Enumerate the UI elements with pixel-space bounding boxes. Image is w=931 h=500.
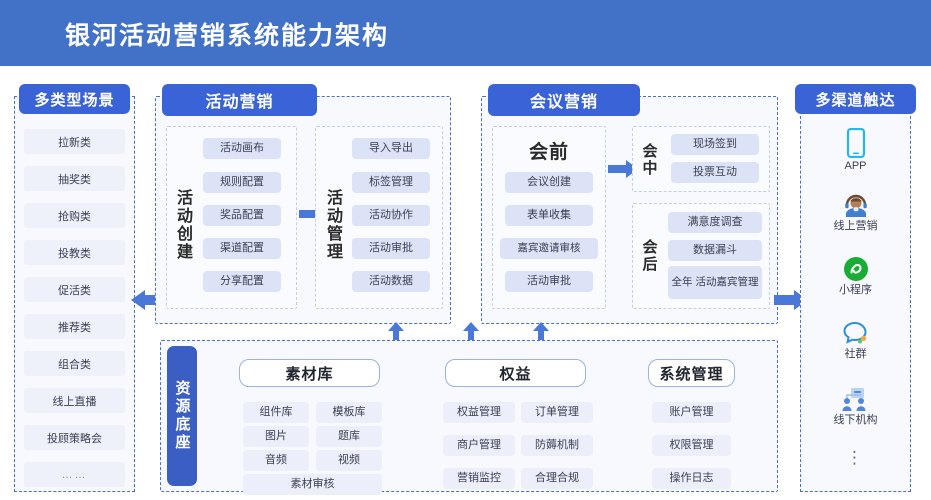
pre-meeting-item[interactable]: 表单收集 (505, 205, 593, 226)
scenario-item[interactable]: 拉新类 (24, 129, 125, 154)
activity-manage-item[interactable]: 活动协作 (352, 205, 430, 226)
activity-create-item[interactable]: 分享配置 (203, 271, 281, 292)
channel-item-community[interactable]: 社群 (800, 320, 911, 360)
activity-manage-item[interactable]: 活动审批 (352, 238, 430, 259)
rights-item[interactable]: 营销监控 (443, 468, 515, 489)
mini-program-icon (843, 257, 868, 281)
scenario-item[interactable]: 促活类 (24, 277, 125, 302)
post-meeting-item[interactable]: 数据漏斗 (668, 240, 762, 261)
scenarios-title: 多类型场景 (19, 84, 130, 114)
channel-label: APP (844, 160, 867, 172)
post-meeting-item[interactable]: 全年 活动嘉宾管理 (668, 266, 762, 299)
material-library-item[interactable]: 素材审核 (243, 474, 382, 495)
meeting-marketing-title: 会议营销 (488, 84, 640, 116)
channel-item-mini-program[interactable]: 小程序 (800, 256, 911, 296)
during-meeting-label: 会中 (640, 143, 658, 177)
material-library-item[interactable]: 图片 (243, 426, 309, 447)
material-library-title[interactable]: 素材库 (239, 359, 380, 387)
activity-manage-item[interactable]: 导入导出 (352, 138, 430, 159)
activity-create-item[interactable]: 渠道配置 (203, 238, 281, 259)
rights-item[interactable]: 防薅机制 (521, 435, 593, 456)
headset-agent-icon (844, 194, 867, 217)
during-meeting-item[interactable]: 投票互动 (671, 162, 759, 183)
offline-branch-icon (842, 388, 865, 411)
activity-create-item[interactable]: 规则配置 (203, 172, 281, 193)
channel-item-app[interactable]: APP (800, 128, 911, 172)
scenario-item-more[interactable]: …… (24, 462, 125, 487)
material-library-item[interactable]: 模板库 (316, 402, 382, 423)
channel-label: 线下机构 (833, 414, 878, 426)
scenario-item[interactable]: 线上直播 (24, 388, 125, 413)
channels-more-indicator[interactable]: ⋮ (846, 448, 865, 467)
scenario-item[interactable]: 抽奖类 (24, 166, 125, 191)
system-management-item[interactable]: 账户管理 (652, 402, 731, 423)
channel-label: 线上营销 (833, 220, 878, 232)
scenario-item[interactable]: 投教类 (24, 240, 125, 265)
arrow-up-to-meeting-marketing (533, 322, 549, 346)
activity-create-item[interactable]: 活动画布 (203, 138, 281, 159)
system-management-item[interactable]: 操作日志 (652, 468, 731, 489)
scenarios-list: 拉新类 抽奖类 抢购类 投教类 促活类 推荐类 组合类 线上直播 投顾策略会 …… (14, 96, 135, 492)
activity-manage-item[interactable]: 活动数据 (352, 271, 430, 292)
channels-list: APP 线上营销 小程序 (800, 96, 911, 492)
rights-item[interactable]: 商户管理 (443, 435, 515, 456)
rights-item[interactable]: 权益管理 (443, 402, 515, 423)
system-management-title[interactable]: 系统管理 (648, 359, 735, 387)
pre-meeting-item[interactable]: 会议创建 (505, 172, 593, 193)
post-meeting-label: 会后 (640, 239, 658, 273)
scenario-item[interactable]: 组合类 (24, 351, 125, 376)
system-management-item[interactable]: 权限管理 (652, 435, 731, 456)
resource-base-label-bar: 资源底座 (167, 346, 197, 486)
material-library-item[interactable]: 组件库 (243, 402, 309, 423)
scenario-item[interactable]: 投顾策略会 (24, 425, 125, 450)
arrow-up-to-activity-marketing-2 (463, 322, 479, 346)
during-meeting-item[interactable]: 现场签到 (671, 134, 759, 155)
channels-title: 多渠道触达 (795, 84, 916, 114)
pre-meeting-item[interactable]: 嘉宾邀请审核 (500, 238, 598, 259)
scenario-item[interactable]: 抢购类 (24, 203, 125, 228)
rights-title[interactable]: 权益 (445, 359, 586, 387)
material-library-item[interactable]: 题库 (316, 426, 382, 447)
material-library-item[interactable]: 音频 (243, 450, 309, 471)
material-library-item[interactable]: 视频 (316, 450, 382, 471)
page-title: 银河活动营销系统能力架构 (65, 22, 390, 50)
scenario-item[interactable]: 推荐类 (24, 314, 125, 339)
resource-base-label: 资源底座 (173, 380, 191, 452)
post-meeting-item[interactable]: 满意度调查 (668, 212, 762, 233)
pre-meeting-label: 会前 (528, 141, 569, 163)
page-header: 银河活动营销系统能力架构 (0, 0, 931, 66)
channel-label: 小程序 (839, 284, 872, 296)
arrow-pre-to-during-meeting (608, 160, 638, 178)
chat-bubble-icon (842, 321, 867, 344)
arrow-up-to-activity-marketing (388, 322, 404, 346)
pre-meeting-item[interactable]: 活动审批 (505, 271, 593, 292)
channel-label: 社群 (844, 348, 867, 360)
activity-create-label: 活动创建 (174, 189, 191, 261)
channel-item-offline-branch[interactable]: 线下机构 (800, 386, 911, 426)
activity-manage-label: 活动管理 (324, 189, 341, 261)
rights-item[interactable]: 订单管理 (521, 402, 593, 423)
mobile-phone-icon (846, 128, 865, 158)
channel-item-online-marketing[interactable]: 线上营销 (800, 192, 911, 232)
rights-item[interactable]: 合理合规 (521, 468, 593, 489)
arrow-right-to-channels (774, 290, 808, 310)
activity-marketing-title: 活动营销 (162, 84, 317, 116)
activity-create-item[interactable]: 奖品配置 (203, 205, 281, 226)
activity-manage-item[interactable]: 标签管理 (352, 172, 430, 193)
